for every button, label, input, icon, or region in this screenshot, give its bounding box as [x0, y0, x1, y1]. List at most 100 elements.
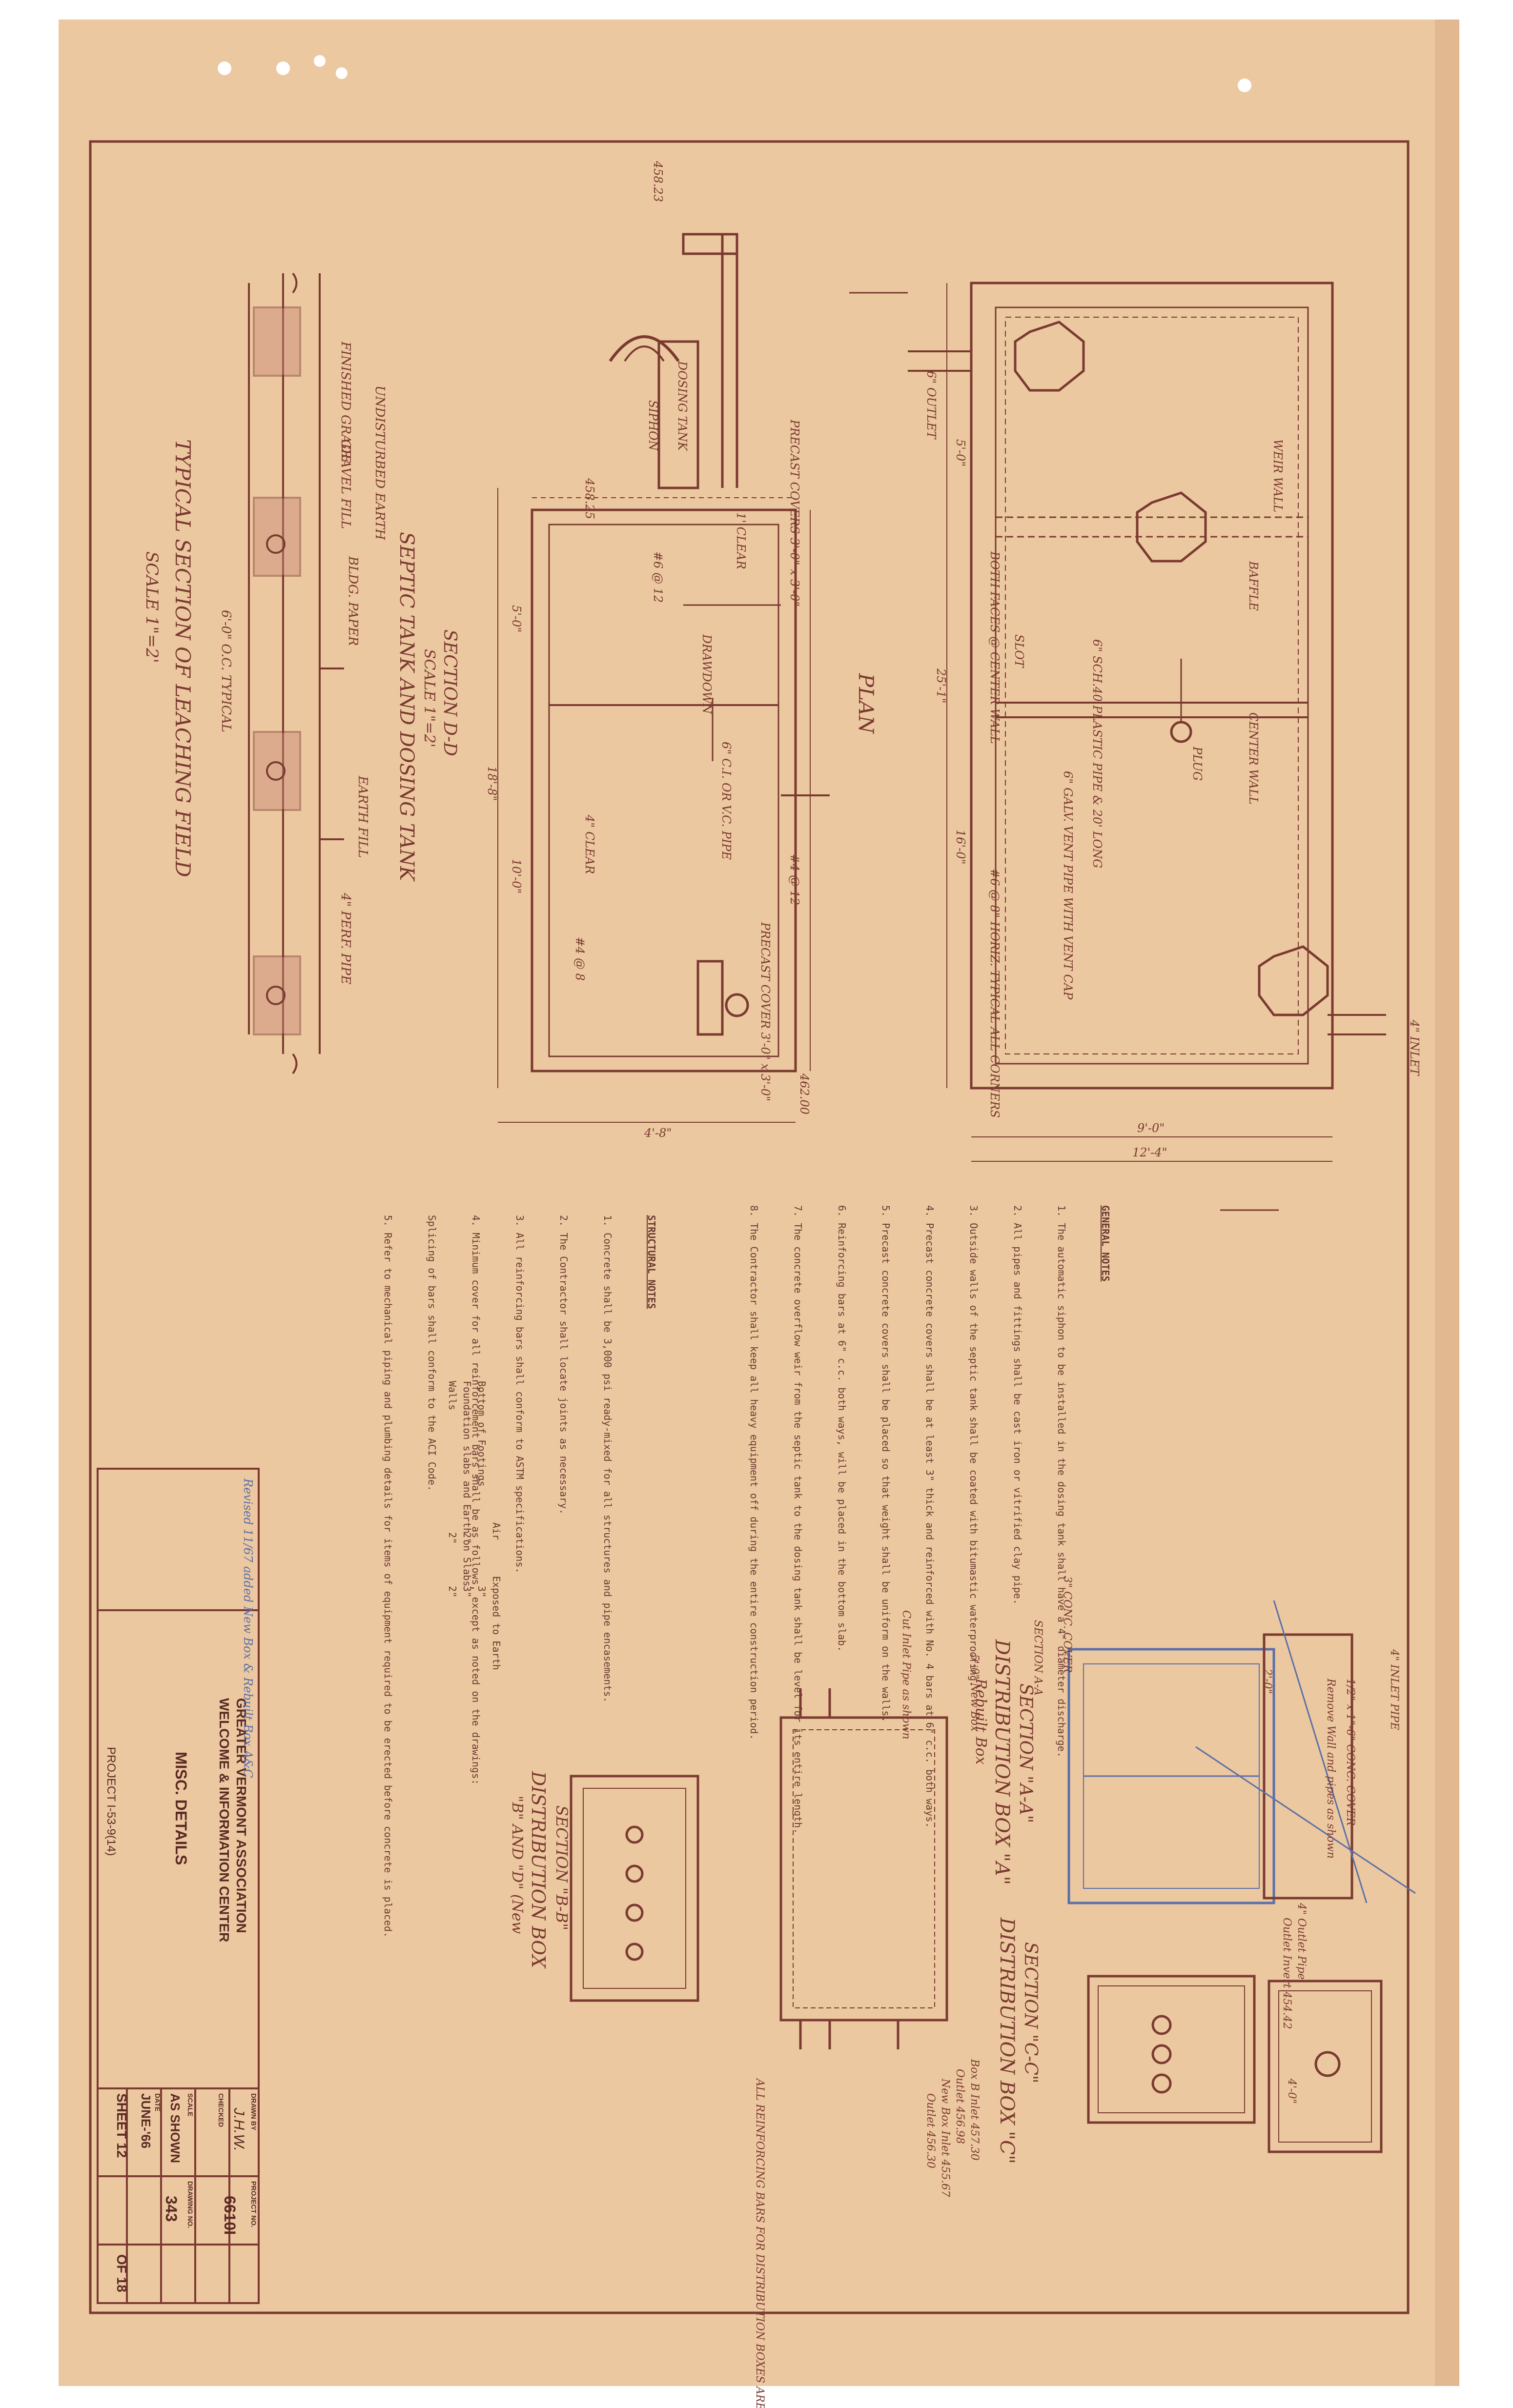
punch-holes	[218, 55, 1251, 92]
dist-label-new-box: 5'-0" New Box	[968, 1654, 981, 1732]
plan-label-weir-wall: WEIR WALL	[1271, 439, 1285, 512]
dist-label-outlet-invert: Outlet Invert 454.42	[1281, 1918, 1293, 2029]
septic-elev-45823: 458.23	[651, 161, 665, 202]
dist-box-bd	[570, 1688, 948, 2049]
dist-label-cover: 3" CONC. COVER	[1061, 1576, 1073, 1673]
cover-table: Air Exposed to Earth Bottom of Footings …	[447, 1381, 502, 1670]
general-note-3: 3. Outside walls of the septic tank shal…	[968, 1205, 980, 1687]
septic-section-title: SECTION D-D	[440, 629, 460, 756]
tb-sheet: SHEET 12	[114, 2093, 129, 2158]
plan-label-outlet: 6" OUTLET	[924, 371, 938, 440]
dist-label-inlet: 4" INLET PIPE	[1388, 1649, 1400, 1730]
plan-labels: WEIR WALL BAFFLE CENTER WALL PLUG 6" SCH…	[924, 371, 1421, 1159]
septic-label-clear-4: 4" CLEAR	[583, 814, 596, 874]
cover-r2-air: 2"	[461, 1532, 473, 1544]
general-note-5: 5. Precast concrete covers shall be plac…	[880, 1205, 892, 1722]
dist-a-note: Rebuilt Box	[972, 1678, 989, 1765]
structural-note-splice: Splicing of bars shall conform to the AC…	[426, 1215, 438, 1491]
dist-bd-sub: "B" AND "D" (New	[509, 1796, 526, 1934]
septic-label-precast-cover: PRECAST COVER 3'-0" x 3'-0"	[758, 922, 772, 1101]
septic-labels: PRECAST COVERS 3'-0" x 3'-0" DOSING TANK…	[485, 161, 811, 1140]
leaching-label-undisturbed-earth: UNDISTURBED EARTH	[372, 385, 387, 541]
general-note-7: 7. The concrete overflow weir from the s…	[792, 1205, 804, 1834]
dist-label-new-box-inlet: New Box Inlet 455.67	[939, 2078, 951, 2197]
structural-note-3: 3. All reinforcing bars shall conform to…	[514, 1215, 526, 1574]
dist-label-box-b-inlet: Box B Inlet 457.30	[968, 2059, 981, 2161]
plan-dim-5: 5'-0"	[954, 439, 967, 466]
plan-dim-12: 12'-4"	[1132, 1146, 1167, 1159]
dist-c-title: DISTRIBUTION BOX "C"	[996, 1917, 1018, 2164]
leaching-label-bldg-paper: BLDG. PAPER	[346, 556, 360, 646]
septic-label-bars-48: #4 @ 8	[573, 937, 587, 981]
general-notes-title: GENERAL NOTES	[1100, 1205, 1111, 1282]
structural-note-1: 1. Concrete shall be 3,000 psi ready-mix…	[602, 1215, 613, 1703]
septic-section-d-d	[497, 233, 830, 1123]
title-block	[97, 1468, 260, 2304]
cover-r3-air: 2"	[447, 1532, 458, 1544]
tank-plan	[849, 282, 1386, 1211]
structural-note-2: 2. The Contractor shall locate joints as…	[558, 1215, 570, 1515]
septic-label-bars-612: #6 @ 12	[651, 551, 665, 603]
tb-project: PROJECT I-53-9(14)	[104, 1747, 118, 1856]
septic-dim-total: 18'-8"	[485, 766, 499, 801]
cover-r2-label: Foundation slabs and Earth on Slabs	[461, 1381, 473, 1586]
tb-project-no-label: PROJECT NO.	[250, 2181, 258, 2227]
structural-note-5: 5. Refer to mechanical piping and plumbi…	[382, 1215, 394, 1938]
general-note-8: 8. The Contractor shall keep all heavy e…	[748, 1205, 760, 1740]
leaching-label-spacing: 6'-0" O.C. TYPICAL	[219, 610, 233, 732]
dist-label-new-box-outlet: Outlet 456.30	[924, 2093, 937, 2168]
structural-note-4: 4. Minimum cover for all reinforcement b…	[470, 1215, 482, 1785]
plan-label-center-wall: CENTER WALL	[1247, 712, 1260, 805]
dist-label-conc-cover: 1/2" x 1"-6" CONC. COVER	[1344, 1679, 1356, 1826]
tb-date: JUNE-'66	[139, 2093, 153, 2148]
plan-label-vent: 6" GALV. VENT PIPE WITH VENT CAP	[1061, 771, 1075, 1000]
general-note-2: 2. All pipes and fittings shall be cast …	[1012, 1205, 1023, 1605]
paper-background	[59, 20, 1459, 2386]
plan-label-sch40-pipe: 6" SCH.40 PLASTIC PIPE & 20' LONG	[1090, 639, 1104, 868]
plan-label-center-faces: BOTH FACES @ CENTER WALL	[988, 551, 1002, 744]
dist-bd-title: DISTRIBUTION BOX	[528, 1771, 549, 1969]
tb-drawn-by-label: DRAWN BY	[250, 2093, 258, 2131]
tb-of: OF 18	[114, 2254, 129, 2292]
plan-label-baffle: BAFFLE	[1247, 561, 1260, 611]
plan-label-inlet: 4" INLET	[1408, 1019, 1421, 1076]
septic-dim-5: 5'-0"	[510, 605, 523, 632]
leaching-label-perf-pipe: 4" PERF. PIPE	[338, 892, 353, 985]
cover-r3-label: Walls	[447, 1381, 458, 1410]
plan-title: PLAN	[854, 673, 878, 734]
dist-labels: 3" CONC. COVER 4" INLET PIPE Cut Inlet P…	[754, 1576, 1400, 2408]
tb-checked-label: CHECKED	[217, 2093, 225, 2127]
title-block-text: GREATER VERMONT ASSOCIATION WELCOME & IN…	[104, 1698, 258, 2292]
paper-edge-shadow	[1435, 20, 1459, 2386]
dist-box-c	[1087, 1975, 1383, 2153]
dist-label-box-b-outlet: Outlet 456.98	[954, 2069, 966, 2144]
section-c-title: SECTION "C-C"	[1021, 1942, 1041, 2084]
revision-note: Revised 11/67 added New Box & Rebuilt Bo…	[241, 1478, 255, 1778]
tb-drawing-no: 343	[163, 2196, 180, 2222]
plan-label-plug: PLUG	[1190, 746, 1204, 781]
general-note-4: 4. Precast concrete covers shall be at l…	[924, 1205, 936, 1828]
septic-elev-462: 462.00	[797, 1073, 811, 1114]
leaching-field-labels: FINISHED GRADE UNDISTURBED EARTH GRAVEL …	[219, 341, 387, 985]
septic-label-drawdown: DRAWDOWN	[700, 634, 714, 714]
leaching-field-section	[248, 272, 344, 1074]
tb-drawing-no-label: DRAWING NO.	[186, 2181, 194, 2228]
tb-org-line2: WELCOME & INFORMATION CENTER	[217, 1698, 232, 1942]
septic-title: SEPTIC TANK AND DOSING TANK	[395, 532, 418, 882]
tb-project-no: 6610I	[221, 2196, 239, 2235]
leaching-title: TYPICAL SECTION OF LEACHING FIELD	[171, 439, 195, 877]
septic-dim-10: 10'-0"	[510, 859, 523, 894]
tb-scale: AS SHOWN	[168, 2093, 183, 2163]
leaching-label-earth-fill: EARTH FILL	[355, 775, 370, 858]
septic-label-clear-1: 1' CLEAR	[734, 512, 748, 569]
plan-dim-16: 16'-0"	[954, 830, 967, 865]
dist-label-section-aa: SECTION A-A	[1032, 1620, 1044, 1696]
general-note-1: 1. The automatic siphon to be installed …	[1056, 1205, 1067, 1758]
tb-date-label: DATE	[154, 2093, 162, 2111]
dist-label-cut-inlet: Cut Inlet Pipe as shown	[900, 1610, 912, 1740]
tb-scale-label: SCALE	[186, 2093, 194, 2116]
plan-label-slot: SLOT	[1012, 634, 1026, 668]
dist-label-outlet-pipe: 4" Outlet Pipe	[1295, 1902, 1308, 1980]
section-a-title: SECTION "A-A"	[1016, 1683, 1036, 1823]
